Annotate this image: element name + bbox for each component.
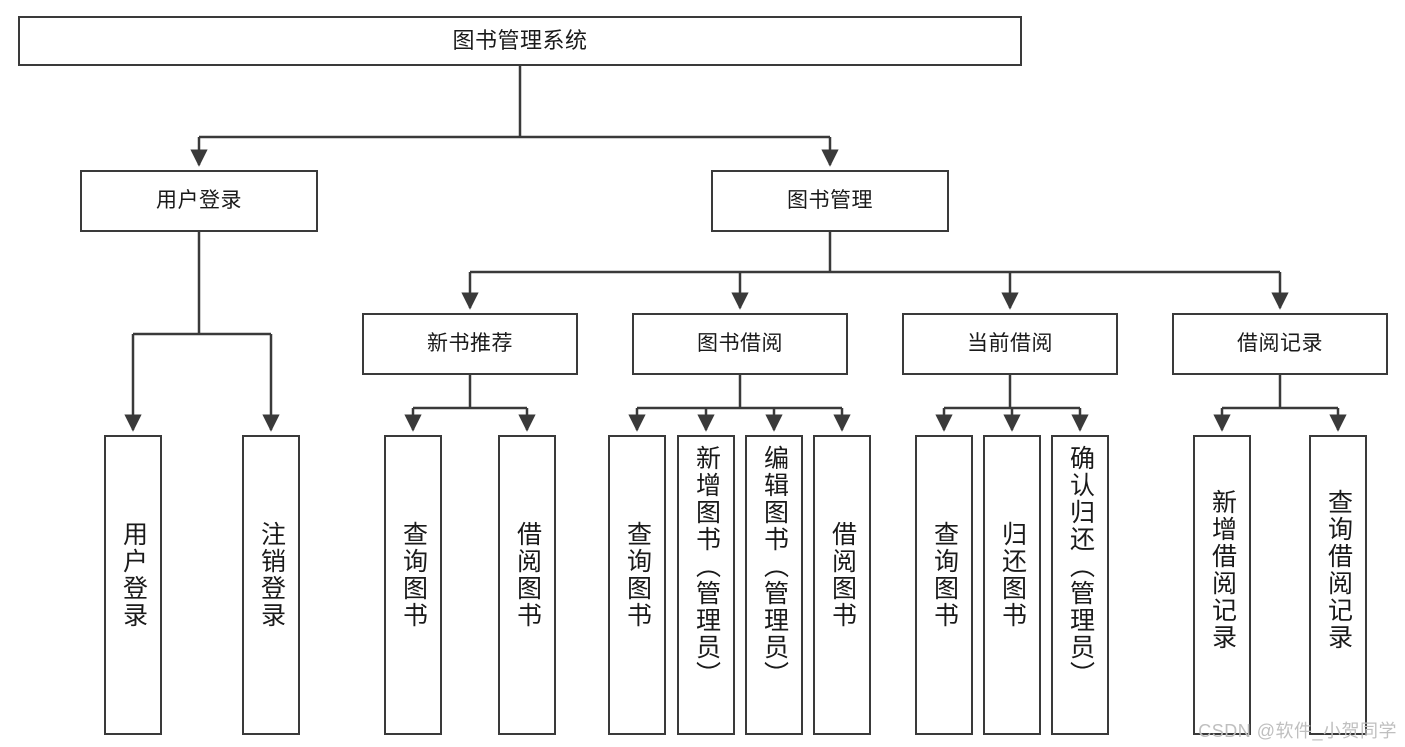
node-label: 用户登录 (156, 188, 242, 212)
node-label: 查询图书 (930, 521, 959, 629)
leaf-borrow-add-book-admin[interactable]: 新增图书（管理员） (677, 435, 735, 735)
node-book-borrow[interactable]: 图书借阅 (632, 313, 848, 375)
node-label: 图书借阅 (697, 331, 783, 355)
node-book-management[interactable]: 图书管理 (711, 170, 949, 232)
leaf-record-query-record[interactable]: 查询借阅记录 (1309, 435, 1367, 735)
leaf-record-add-record[interactable]: 新增借阅记录 (1193, 435, 1251, 735)
node-label: 当前借阅 (967, 331, 1053, 355)
node-label: 新书推荐 (427, 331, 513, 355)
leaf-new-book-query[interactable]: 查询图书 (384, 435, 442, 735)
leaf-borrow-borrow-book[interactable]: 借阅图书 (813, 435, 871, 735)
node-new-book-recommend[interactable]: 新书推荐 (362, 313, 578, 375)
node-label: 图书管理 (787, 188, 873, 212)
node-label: 注销登录 (257, 521, 286, 629)
leaf-current-query-book[interactable]: 查询图书 (915, 435, 973, 735)
node-label: 归还图书 (998, 521, 1027, 629)
node-label: 新增借阅记录 (1208, 489, 1237, 651)
node-label: 借阅图书 (828, 521, 857, 629)
node-label: 图书管理系统 (452, 28, 588, 54)
node-label: 用户登录 (119, 521, 148, 629)
node-label: 借阅记录 (1237, 331, 1323, 355)
node-root-system[interactable]: 图书管理系统 (18, 16, 1022, 66)
leaf-current-return-book[interactable]: 归还图书 (983, 435, 1041, 735)
node-label: 新增图书（管理员） (692, 445, 721, 688)
node-label: 查询图书 (399, 521, 428, 629)
node-borrow-record[interactable]: 借阅记录 (1172, 313, 1388, 375)
node-label: 查询图书 (623, 521, 652, 629)
node-label: 确认归还（管理员） (1066, 445, 1095, 688)
node-current-borrow[interactable]: 当前借阅 (902, 313, 1118, 375)
node-label: 编辑图书（管理员） (760, 445, 789, 688)
leaf-user-login-logout[interactable]: 注销登录 (242, 435, 300, 735)
leaf-borrow-edit-book-admin[interactable]: 编辑图书（管理员） (745, 435, 803, 735)
leaf-current-confirm-return-admin[interactable]: 确认归还（管理员） (1051, 435, 1109, 735)
leaf-new-book-borrow[interactable]: 借阅图书 (498, 435, 556, 735)
node-user-login[interactable]: 用户登录 (80, 170, 318, 232)
node-label: 查询借阅记录 (1324, 489, 1353, 651)
leaf-user-login-login[interactable]: 用户登录 (104, 435, 162, 735)
node-label: 借阅图书 (513, 521, 542, 629)
watermark-text: CSDN @软件_小贺同学 (1198, 721, 1397, 741)
leaf-borrow-query-book[interactable]: 查询图书 (608, 435, 666, 735)
